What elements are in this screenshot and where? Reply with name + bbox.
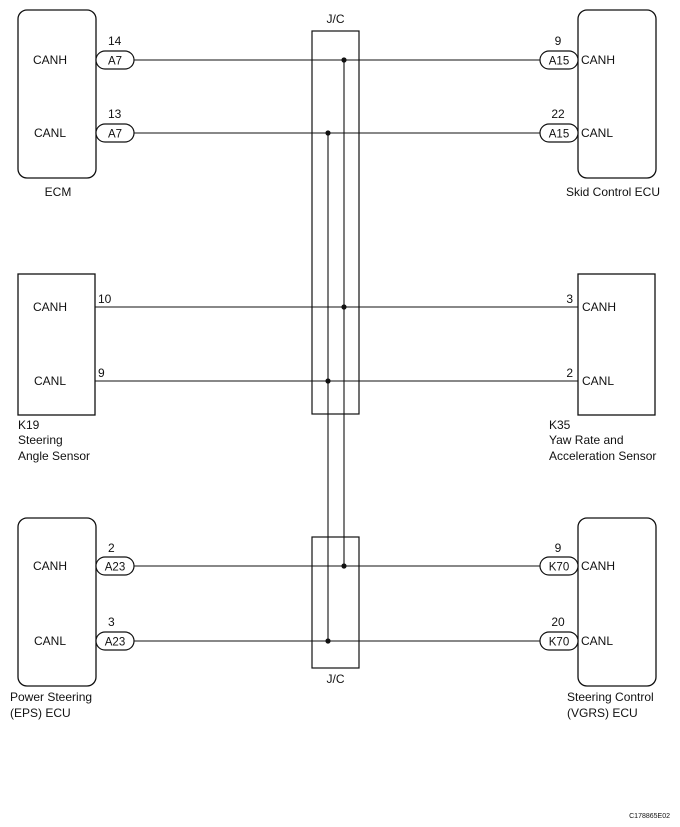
eps-name-1: Power Steering bbox=[10, 690, 92, 704]
junction-label-bottom: J/C bbox=[327, 672, 345, 686]
connector-pill bbox=[539, 556, 579, 576]
splice-dots bbox=[325, 57, 347, 644]
steer-sensor-canl-label: CANL bbox=[34, 374, 66, 388]
junction-label-top: J/C bbox=[327, 12, 345, 26]
eps-canl-label: CANL bbox=[34, 634, 66, 648]
skid-canh-label: CANH bbox=[581, 53, 615, 67]
eps-canh-connector: A23 bbox=[105, 562, 125, 574]
splice-dot bbox=[325, 378, 331, 384]
eps-canl-connector: A23 bbox=[105, 637, 125, 649]
vgrs-canh-pin: 9 bbox=[555, 541, 562, 555]
splice-dot bbox=[325, 638, 331, 644]
vgrs-canl-label: CANL bbox=[581, 634, 613, 648]
eps-box bbox=[17, 517, 97, 687]
component-steering-angle-sensor: CANH CANL 10 9 K19 Steering Angle Sensor bbox=[17, 273, 112, 463]
skid-canh-connector: A15 bbox=[549, 56, 569, 68]
connector-pill bbox=[95, 123, 135, 143]
yaw-canh-pin: 3 bbox=[566, 292, 573, 306]
component-yaw-rate-sensor: CANH CANL 3 2 K35 Yaw Rate and Accelerat… bbox=[549, 273, 656, 463]
steer-sensor-canl-pin: 9 bbox=[98, 366, 105, 380]
vgrs-name-1: Steering Control bbox=[567, 690, 654, 704]
eps-canl-pin: 3 bbox=[108, 615, 115, 629]
yaw-canl-pin: 2 bbox=[566, 366, 573, 380]
ecm-canh-pin: 14 bbox=[108, 34, 122, 48]
connector-pill bbox=[95, 50, 135, 70]
connector-pill bbox=[539, 123, 579, 143]
yaw-canl-label: CANL bbox=[582, 374, 614, 388]
ecm-canl-label: CANL bbox=[34, 126, 66, 140]
vgrs-canh-connector: K70 bbox=[549, 562, 569, 574]
vgrs-name-2: (VGRS) ECU bbox=[567, 706, 638, 720]
skid-name: Skid Control ECU bbox=[566, 185, 660, 199]
yaw-code: K35 bbox=[549, 418, 571, 432]
bus-lines bbox=[312, 59, 359, 642]
steer-sensor-canh-label: CANH bbox=[33, 300, 67, 314]
ecm-canl-pin: 13 bbox=[108, 107, 122, 121]
steer-sensor-box bbox=[17, 273, 96, 416]
splice-dot bbox=[341, 563, 347, 569]
ecm-canl-connector: A7 bbox=[108, 129, 122, 141]
component-ecm: CANH CANL 14 13 A7 A7 ECM bbox=[17, 9, 135, 199]
vgrs-canl-pin: 20 bbox=[551, 615, 565, 629]
connector-pill bbox=[539, 50, 579, 70]
junction-connector-lower bbox=[311, 536, 360, 669]
component-eps-ecu: CANH CANL 2 3 A23 A23 Power Steering (EP… bbox=[10, 517, 135, 720]
steer-sensor-name-2: Angle Sensor bbox=[18, 449, 90, 463]
yaw-name-2: Acceleration Sensor bbox=[549, 449, 656, 463]
eps-name-2: (EPS) ECU bbox=[10, 706, 71, 720]
ecm-name: ECM bbox=[45, 185, 72, 199]
steer-sensor-canh-pin: 10 bbox=[98, 292, 112, 306]
splice-dot bbox=[325, 130, 331, 136]
ecm-box bbox=[17, 9, 97, 179]
connector-pill bbox=[95, 631, 135, 651]
connector-pill bbox=[95, 556, 135, 576]
figure-code: C178865E02 bbox=[629, 813, 670, 820]
skid-box bbox=[577, 9, 657, 179]
eps-canh-pin: 2 bbox=[108, 541, 115, 555]
eps-canh-label: CANH bbox=[33, 559, 67, 573]
ecm-canh-label: CANH bbox=[33, 53, 67, 67]
vgrs-box bbox=[577, 517, 657, 687]
skid-canh-pin: 9 bbox=[555, 34, 562, 48]
yaw-canh-label: CANH bbox=[582, 300, 616, 314]
vgrs-canl-connector: K70 bbox=[549, 637, 569, 649]
component-skid-control-ecu: CANH CANL 9 22 A15 A15 Skid Control ECU bbox=[539, 9, 660, 199]
skid-canl-pin: 22 bbox=[551, 107, 565, 121]
steer-sensor-code: K19 bbox=[18, 418, 40, 432]
splice-dot bbox=[341, 57, 347, 63]
component-vgrs-ecu: CANH CANL 9 20 K70 K70 Steering Control … bbox=[539, 517, 657, 720]
steer-sensor-name-1: Steering bbox=[18, 433, 63, 447]
skid-canl-connector: A15 bbox=[549, 129, 569, 141]
yaw-name-1: Yaw Rate and bbox=[549, 433, 624, 447]
skid-canl-label: CANL bbox=[581, 126, 613, 140]
junction-connector-upper bbox=[311, 30, 360, 415]
yaw-box bbox=[577, 273, 656, 416]
connector-pill bbox=[539, 631, 579, 651]
vgrs-canh-label: CANH bbox=[581, 559, 615, 573]
ecm-canh-connector: A7 bbox=[108, 56, 122, 68]
splice-dot bbox=[341, 304, 347, 310]
